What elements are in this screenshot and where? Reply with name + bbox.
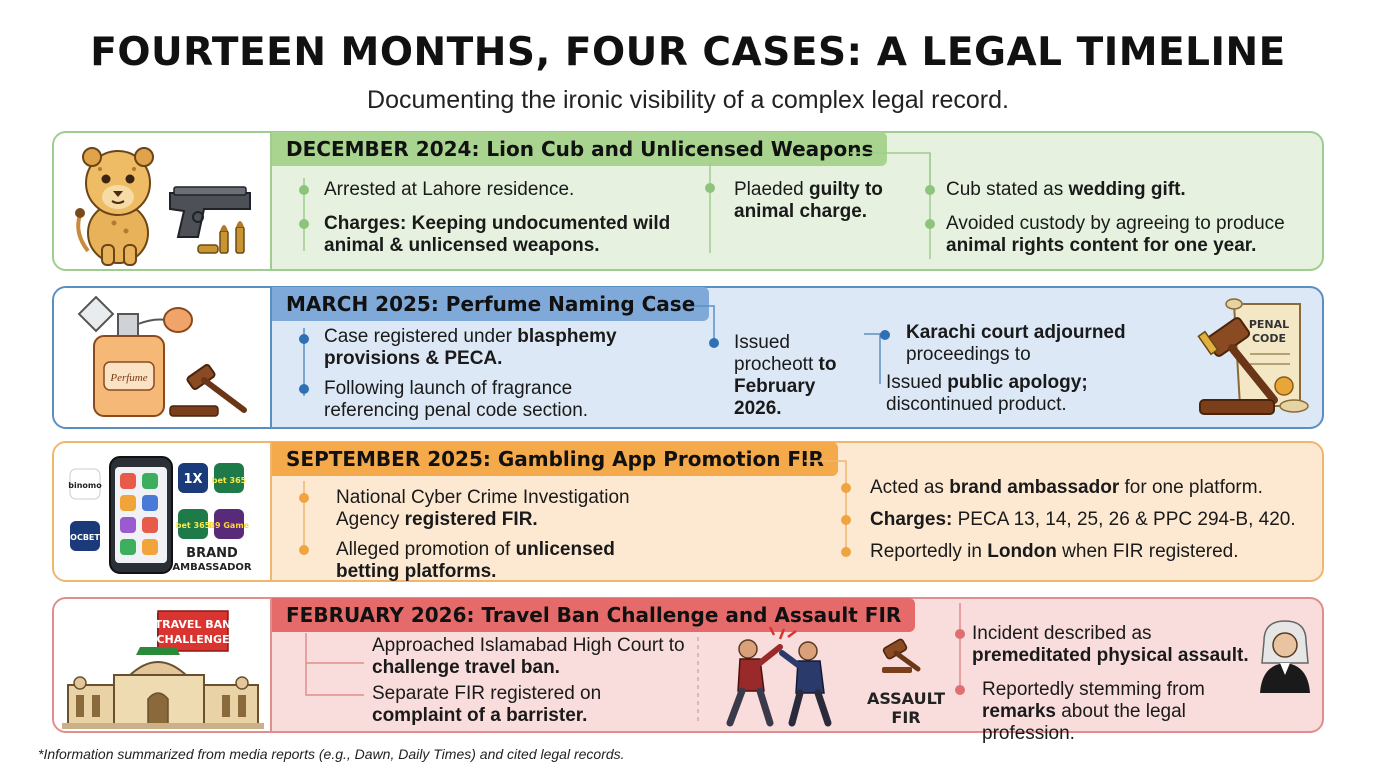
app-logo-icons: binomo 1X bet 365 OCBET bet 365 B9 Game …: [68, 463, 252, 573]
list-item: Arrested at Lahore residence.: [324, 179, 575, 200]
timeline-dot: [299, 185, 309, 195]
timeline-dot: [925, 185, 935, 195]
fighting-men-icon: ASSAULT FIR: [726, 626, 945, 727]
panel-illustration: Perfume: [54, 288, 272, 427]
panel-march-2025: Perfume MARCH 2025: Perfume Naming Case …: [52, 286, 1324, 429]
pistol-icon: [169, 186, 251, 238]
list-item: Issued procheott to February 2026.: [734, 332, 837, 419]
perfume-bottle-icon: Perfume: [77, 295, 193, 417]
timeline-dot: [299, 493, 309, 503]
brand-label: BRAND: [186, 546, 238, 561]
timeline-dot: [709, 338, 719, 348]
list-item: Plaeded guilty to animal charge.: [734, 179, 883, 222]
assault-fir-label: ASSAULT: [867, 689, 945, 708]
timeline-dot: [705, 183, 715, 193]
list-item: Avoided custody by agreeing to produce a…: [946, 213, 1285, 256]
timeline-dot: [955, 685, 965, 695]
panel-december-2024: DECEMBER 2024: Lion Cub and Unlicensed W…: [52, 131, 1324, 271]
timeline-dot: [299, 219, 309, 229]
list-item: Following launch of fragrance referencin…: [324, 378, 589, 421]
app-logo-ocbet: OCBET: [70, 533, 100, 542]
courthouse-icon: TRAVEL BAN CHALLENGE: [62, 610, 264, 729]
list-item: Reportedly stemming from remarks about t…: [982, 679, 1205, 744]
list-item: Reportedly in London when FIR registered…: [870, 541, 1239, 562]
list-item: Case registered under blasphemy provisio…: [324, 326, 617, 369]
list-item: Incident described as premeditated physi…: [972, 623, 1249, 666]
smartphone-icon: [109, 456, 173, 574]
footnote: *Information summarized from media repor…: [38, 746, 625, 762]
brand-label: AMBASSADOR: [172, 562, 252, 573]
gavel-icon: [169, 363, 247, 417]
app-logo-1x: 1X: [183, 472, 202, 487]
app-logo-bet365: bet 365: [176, 521, 211, 530]
scroll-label: CODE: [1252, 332, 1286, 345]
timeline-dot: [925, 219, 935, 229]
panel-header: FEBRUARY 2026: Travel Ban Challenge and …: [272, 598, 916, 632]
timeline-dot: [880, 330, 890, 340]
travel-ban-banner-label: TRAVEL BAN: [155, 618, 232, 631]
timeline-connectors: [303, 152, 931, 259]
panel-header: DECEMBER 2024: Lion Cub and Unlicensed W…: [272, 132, 888, 166]
bullets-icon: [197, 221, 245, 254]
list-item: Issued public apology; discontinued prod…: [886, 372, 1088, 415]
list-item: National Cyber Crime Investigation Agenc…: [336, 487, 630, 530]
list-item: Charges: PECA 13, 14, 25, 26 & PPC 294-B…: [870, 509, 1296, 530]
travel-ban-banner-label: CHALLENGE: [156, 633, 229, 646]
panel-february-2026: TRAVEL BAN CHALLENGE FEBRUARY 2026: Trav…: [52, 597, 1324, 744]
list-item: Charges: Keeping undocumented wild anima…: [324, 213, 671, 256]
panel-illustration: binomo 1X bet 365 OCBET bet 365 B9 Game …: [54, 443, 272, 580]
panel-illustration: [54, 133, 272, 269]
timeline-dot: [955, 629, 965, 639]
assault-fir-label: FIR: [891, 708, 920, 727]
list-item: Karachi court adjourned proceedings to: [906, 322, 1126, 365]
panel-september-2025: binomo 1X bet 365 OCBET bet 365 B9 Game …: [52, 441, 1324, 582]
list-item: Separate FIR registered on complaint of …: [372, 683, 602, 726]
panel-header: SEPTEMBER 2025: Gambling App Promotion F…: [272, 442, 838, 476]
timeline-dot: [841, 483, 851, 493]
panel-header: MARCH 2025: Perfume Naming Case: [272, 287, 710, 321]
panel-illustration: TRAVEL BAN CHALLENGE: [54, 599, 272, 731]
app-logo-b9game: B9 Game: [209, 521, 250, 530]
list-item: Approached Islamabad High Court to chall…: [372, 635, 685, 678]
page-subtitle: Documenting the ironic visibility of a c…: [367, 86, 1009, 114]
timeline-dot: [299, 545, 309, 555]
list-item: Acted as brand ambassador for one platfo…: [870, 477, 1263, 498]
timeline-dot: [299, 334, 309, 344]
penal-code-scroll-icon: PENAL CODE: [1197, 298, 1309, 415]
timeline-dot: [299, 384, 309, 394]
app-logo-binomo: binomo: [68, 481, 102, 490]
list-item: Alleged promotion of unlicensed betting …: [336, 539, 615, 582]
page-title: FOURTEEN MONTHS, FOUR CASES: A LEGAL TIM…: [90, 30, 1286, 75]
app-logo-bet365: bet 365: [212, 476, 247, 485]
barrister-icon: [1260, 620, 1310, 693]
timeline-dot: [841, 547, 851, 557]
timeline-connectors: [305, 603, 961, 725]
list-item: Cub stated as wedding gift.: [946, 179, 1186, 200]
timeline-dot: [841, 515, 851, 525]
scroll-label: PENAL: [1249, 318, 1289, 331]
perfume-label: Perfume: [109, 372, 147, 384]
lion-cub-icon: [75, 147, 154, 266]
